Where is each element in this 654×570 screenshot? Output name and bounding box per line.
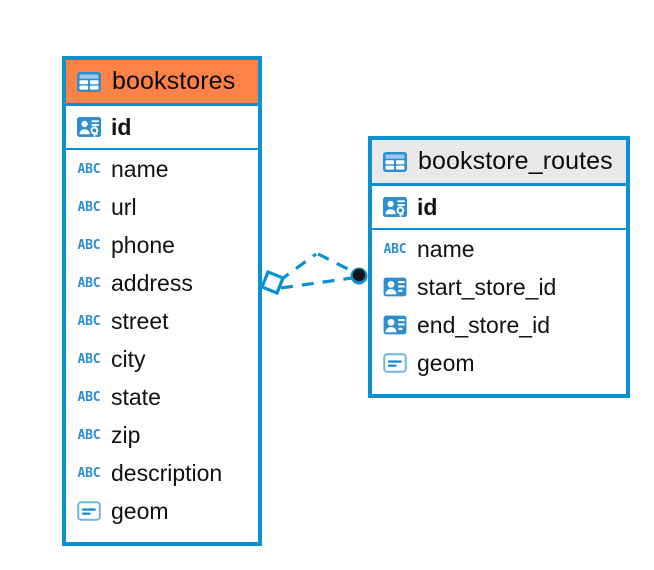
entity-title-bookstore-routes: bookstore_routes [418, 147, 613, 175]
relationship-line-upper-left [278, 252, 317, 283]
filled-circle-marker [350, 267, 368, 285]
column-label: street [111, 307, 169, 334]
abc-text-icon: ABC [77, 389, 101, 405]
entity-bookstores[interactable]: bookstores id [62, 56, 262, 546]
column-row-geom[interactable]: geom [66, 492, 258, 530]
column-row-street[interactable]: ABC street [66, 302, 258, 340]
relationship-line-upper-right [317, 252, 355, 274]
column-row-start-store-id[interactable]: start_store_id [372, 268, 626, 306]
column-label: description [111, 459, 223, 486]
abc-text-icon: ABC [383, 241, 407, 257]
column-label: geom [417, 349, 475, 376]
column-row-description[interactable]: ABC description [66, 454, 258, 492]
column-label: end_store_id [417, 311, 550, 338]
primary-key-icon [76, 115, 102, 139]
relationship-line-straight [280, 276, 353, 290]
column-label: start_store_id [417, 273, 557, 300]
table-icon [382, 151, 408, 173]
column-row-id[interactable]: id [66, 106, 258, 150]
abc-text-icon: ABC [77, 313, 101, 329]
abc-text-icon: ABC [77, 465, 101, 481]
column-row-phone[interactable]: ABC phone [66, 226, 258, 264]
column-label: address [111, 269, 193, 296]
column-label: name [111, 155, 169, 182]
column-row-id[interactable]: id [372, 186, 626, 230]
column-label: city [111, 345, 146, 372]
column-row-name[interactable]: ABC name [372, 230, 626, 268]
column-label: url [111, 193, 137, 220]
abc-text-icon: ABC [77, 237, 101, 253]
spacer [372, 382, 626, 388]
diamond-marker [259, 269, 286, 296]
foreign-key-icon [382, 313, 408, 337]
entity-header-bookstore-routes[interactable]: bookstore_routes [372, 140, 626, 186]
column-label: geom [111, 497, 169, 524]
column-label: state [111, 383, 161, 410]
column-row-geom[interactable]: geom [372, 344, 626, 382]
spacer [66, 530, 258, 536]
table-icon [76, 71, 102, 93]
abc-text-icon: ABC [77, 161, 101, 177]
entity-columns-bookstores: id ABC name ABC url ABC phone ABC addres… [66, 106, 258, 536]
foreign-key-icon [382, 275, 408, 299]
abc-text-icon: ABC [77, 275, 101, 291]
entity-columns-bookstore-routes: id ABC name start_store_id [372, 186, 626, 388]
column-row-state[interactable]: ABC state [66, 378, 258, 416]
geometry-icon [76, 499, 102, 523]
column-row-address[interactable]: ABC address [66, 264, 258, 302]
column-label: id [111, 113, 132, 140]
column-row-zip[interactable]: ABC zip [66, 416, 258, 454]
entity-header-bookstores[interactable]: bookstores [66, 60, 258, 106]
entity-title-bookstores: bookstores [112, 67, 236, 95]
primary-key-icon [382, 195, 408, 219]
abc-text-icon: ABC [77, 351, 101, 367]
column-label: name [417, 235, 475, 262]
column-label: id [417, 193, 438, 220]
column-label: zip [111, 421, 141, 448]
entity-bookstore-routes[interactable]: bookstore_routes id [368, 136, 630, 398]
geometry-icon [382, 351, 408, 375]
abc-text-icon: ABC [77, 199, 101, 215]
column-row-name[interactable]: ABC name [66, 150, 258, 188]
column-row-end-store-id[interactable]: end_store_id [372, 306, 626, 344]
column-row-url[interactable]: ABC url [66, 188, 258, 226]
column-label: phone [111, 231, 175, 258]
column-row-city[interactable]: ABC city [66, 340, 258, 378]
abc-text-icon: ABC [77, 427, 101, 443]
